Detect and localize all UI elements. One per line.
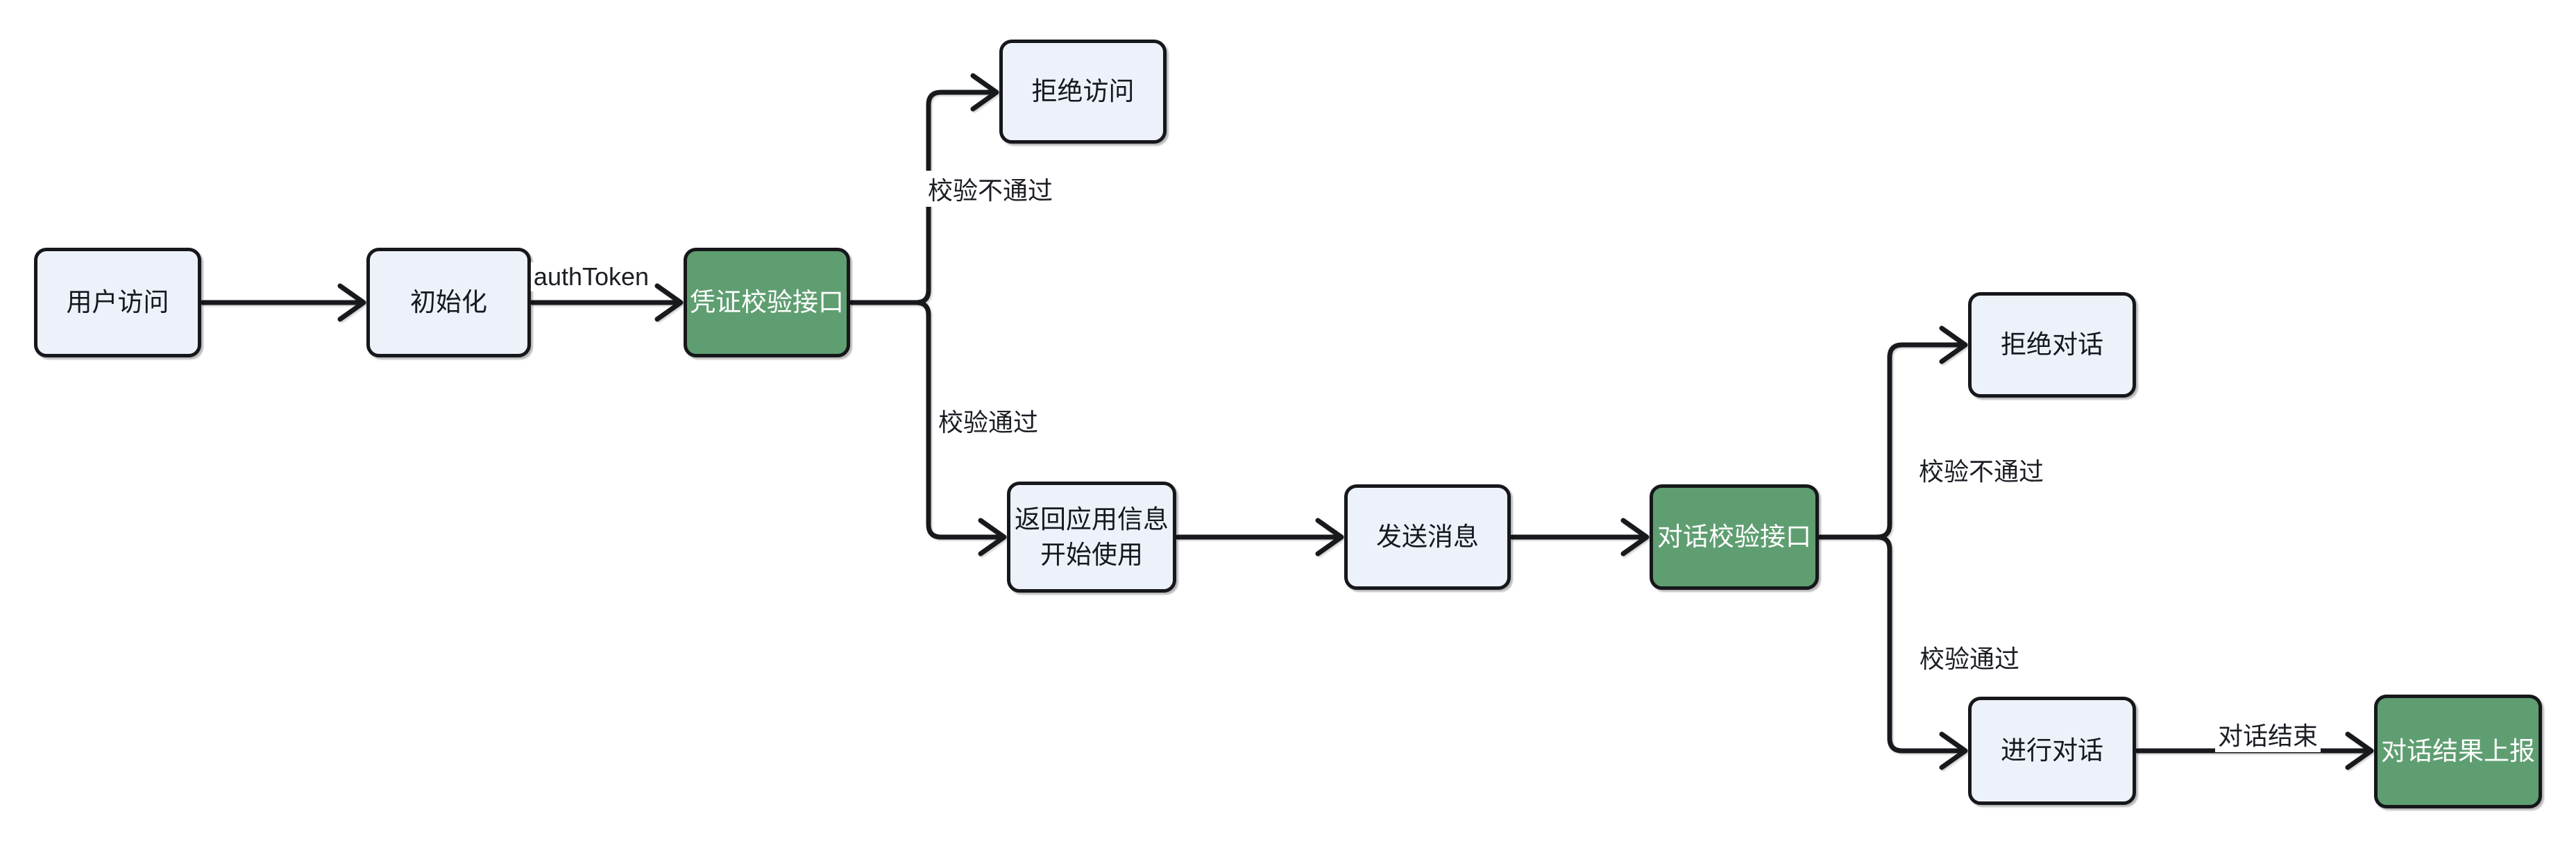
node-credential-check-api-label: 凭证校验接口: [690, 288, 844, 317]
edge-label-check-pass-2: 校验通过: [1916, 639, 2023, 675]
node-deny-dialog[interactable]: 拒绝对话: [1968, 292, 2136, 398]
connector-dialog-check-to-deny-dialog: [1817, 325, 1968, 540]
node-deny-access-label: 拒绝访问: [1031, 77, 1135, 106]
edge-label-check-fail-2: 校验不通过: [1915, 452, 2047, 488]
node-send-message[interactable]: 发送消息: [1344, 484, 1511, 590]
node-send-message-label: 发送消息: [1376, 523, 1479, 552]
node-init[interactable]: 初始化: [366, 248, 531, 357]
node-deny-dialog-label: 拒绝对话: [2001, 330, 2103, 359]
edge-label-auth-token: authToken: [530, 262, 652, 291]
connector-credential-check-to-return-app-info: [849, 300, 1007, 557]
node-deny-access[interactable]: 拒绝访问: [999, 40, 1167, 144]
node-dialog-check-api-label: 对话校验接口: [1657, 523, 1811, 552]
node-user-access[interactable]: 用户访问: [34, 248, 201, 357]
connector-return-app-info-to-send-message: [1175, 518, 1344, 557]
node-return-app-info-label: 返回应用信息 开始使用: [1015, 504, 1169, 569]
node-credential-check-api[interactable]: 凭证校验接口: [684, 248, 850, 357]
connector-dialog-check-to-do-dialog: [1817, 534, 1968, 770]
node-do-dialog[interactable]: 进行对话: [1968, 697, 2136, 805]
node-init-label: 初始化: [410, 288, 487, 317]
node-report-dialog-result[interactable]: 对话结果上报: [2374, 695, 2542, 808]
node-report-dialog-result-label: 对话结果上报: [2381, 737, 2535, 766]
connector-user-access-to-init: [200, 283, 366, 322]
edge-label-dialog-end: 对话结束: [2214, 716, 2321, 752]
connector-send-message-to-dialog-check: [1509, 518, 1650, 557]
node-return-app-info[interactable]: 返回应用信息 开始使用: [1007, 482, 1176, 593]
edge-label-check-pass-1: 校验通过: [935, 402, 1042, 439]
node-dialog-check-api[interactable]: 对话校验接口: [1650, 484, 1819, 590]
node-user-access-label: 用户访问: [66, 288, 169, 317]
edge-label-check-fail-1: 校验不通过: [924, 171, 1056, 207]
node-do-dialog-label: 进行对话: [2001, 736, 2103, 765]
connector-init-to-credential-check: [529, 283, 684, 322]
